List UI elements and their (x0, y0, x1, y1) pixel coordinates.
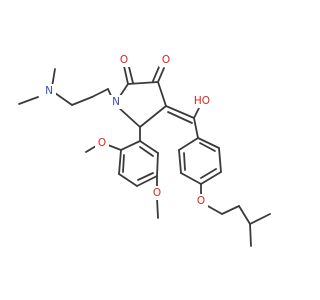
bond-aryl-6 (178, 137, 199, 151)
bond-c4-enol-b (167, 111, 193, 124)
bond-aryl-inner-3 (183, 152, 186, 171)
bond-o-upper-methyl (85, 145, 97, 153)
bond-ch-methyl-b (249, 223, 252, 247)
bond-c5-ring-n (117, 106, 141, 128)
bond-dmp-inner-3 (139, 146, 154, 157)
bond-c4-c5 (139, 105, 167, 128)
amine-nitrogen-label: N (45, 85, 53, 97)
label-bg-o-right (159, 53, 173, 67)
bond-enol-oh (193, 107, 200, 119)
bond-layer (18, 65, 271, 247)
bond-dmp-to-o-upper (107, 144, 122, 151)
isobutoxy-oxygen-label: O (197, 195, 205, 207)
methoxy-oxygen-upper-label: O (98, 137, 106, 149)
bond-ring-n-c2 (119, 83, 129, 97)
bond-dmp-3 (118, 173, 138, 187)
label-bg-o-methoxy-upper (95, 136, 109, 150)
bond-ch2-ch (221, 205, 240, 215)
label-bg-hydroxyl (192, 94, 212, 108)
bond-aryl-5 (178, 149, 182, 174)
bond-aryl-inner-2 (200, 168, 217, 179)
molecule-diagram: N N O O HO O O O (18, 53, 271, 247)
bond-chain-1 (71, 96, 93, 106)
label-bg-o-left (117, 53, 131, 67)
bond-dmp-inner-1 (122, 154, 125, 173)
bond-aryl-1 (197, 137, 220, 149)
ketone-oxygen-left-label: O (120, 54, 128, 66)
bond-aryl-4 (180, 172, 202, 185)
bond-o-ch2 (205, 204, 223, 215)
bond-c2-o-left-a (123, 65, 129, 85)
ring-nitrogen-label: N (112, 96, 120, 108)
bond-aryl-inner-1 (199, 142, 216, 152)
hydroxyl-label: HO (194, 95, 210, 107)
bond-c3-c4 (157, 81, 167, 107)
methoxy-oxygen-lower-label: O (153, 187, 161, 199)
bond-dmp-1 (120, 140, 141, 151)
bond-o-lower-methyl (156, 197, 159, 219)
bond-c3-o-right-a (157, 67, 165, 83)
bond-enol-to-aryl (193, 117, 199, 139)
bond-c2-o-left-b (128, 66, 134, 84)
bond-chain-2 (91, 88, 109, 98)
ketone-oxygen-right-label: O (162, 54, 170, 66)
bond-aryl-2 (218, 147, 222, 173)
bond-amine-chain (54, 92, 73, 106)
label-bg-o-isobutoxy (194, 194, 208, 208)
bond-dmp-4 (136, 175, 158, 187)
structure-svg: N N O O HO O O O (18, 53, 271, 247)
bond-dmp-6 (139, 140, 159, 154)
bond-ch-methyl-a (249, 213, 271, 225)
bond-methyl-left (18, 96, 39, 105)
label-bg-o-methoxy-lower (150, 186, 164, 200)
bond-c3-o-right-b (152, 66, 160, 82)
bond-c4-enol-a (165, 105, 195, 119)
bond-ch-ch (238, 205, 251, 225)
bond-aryl-3 (200, 171, 222, 185)
label-bg-n-ring (109, 95, 123, 109)
bond-dmp-2 (118, 149, 122, 175)
bond-dmp-inner-2 (137, 172, 154, 181)
atom-label-layer: N N O O HO O O O (43, 53, 212, 208)
label-bg-n-amine (43, 84, 56, 98)
bond-dmp-5 (156, 152, 159, 177)
